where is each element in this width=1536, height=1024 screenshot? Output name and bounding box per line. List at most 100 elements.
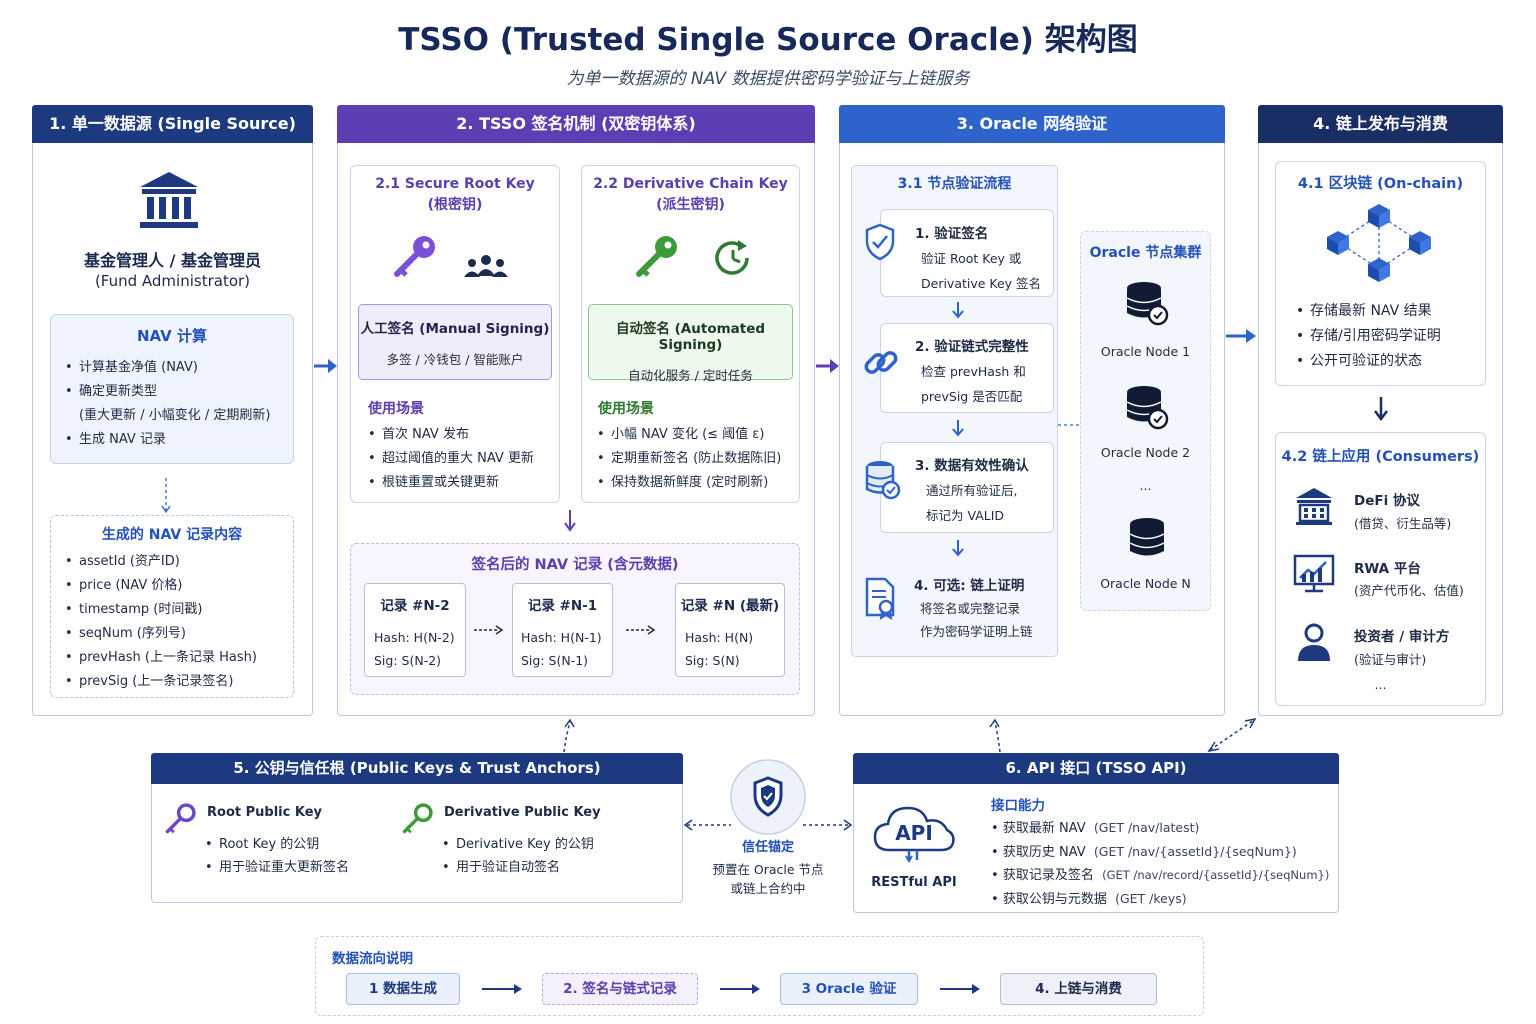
derivative-public-key-label: Derivative Public Key [444,805,601,820]
green-key-icon [636,236,677,277]
panel-signing-title: 2. TSSO 签名机制 (双密钥体系) [337,105,815,143]
flow-step: 4. 上链与消费 [1000,973,1157,1005]
api-capability: • 获取历史 NAV (GET /nav/{assetId}/{seqNum}) [991,843,1297,860]
page-title: TSSO (Trusted Single Source Oracle) 架构图 [398,22,1138,58]
clock-refresh-icon [715,240,749,275]
derivative-key-title: 2.2 Derivative Chain Key [593,176,788,192]
root-key-title: 2.1 Secure Root Key [375,176,535,192]
verify-step-title: 1. 验证签名 [915,226,989,242]
consumer-desc: (资产代币化、估值) [1354,583,1464,598]
nav-calc-title: NAV 计算 [137,327,207,345]
auto-signing-box: 自动签名 (Automated Signing) 自动化服务 / 定时任务 [588,304,793,383]
fund-admin-label: 基金管理人 / 基金管理员 [84,251,261,270]
manual-signing-title: 人工签名 (Manual Signing) [360,321,550,337]
root-public-key-item: 用于验证重大更新签名 [205,856,395,879]
verify-step-line: 作为密码学证明上链 [920,624,1033,639]
consumer-desc: (验证与审计) [1354,652,1427,667]
verify-step-line: 将签名或完整记录 [920,601,1021,616]
api-capabilities-title: 接口能力 [991,798,1045,814]
investor-person-icon [1298,623,1330,661]
record-sig: Sig: S(N-1) [521,653,589,668]
derivative-public-key-item: Derivative Key 的公钥 [442,833,642,856]
auto-signing-desc: 自动化服务 / 定时任务 [628,368,753,383]
oracle-cluster-title: Oracle 节点集群 [1089,245,1202,261]
restful-label: RESTful API [871,875,957,890]
trust-anchor-arrows [683,819,853,831]
nav-record-field: assetId (资产ID) [65,550,293,574]
oracle-node-db-icon [1129,518,1165,556]
oracle-node-label: Oracle Node 1 [1100,344,1191,359]
root-usage-item: 首次 NAV 发布 [368,423,558,447]
oracle-node-label: Oracle Node 2 [1100,445,1191,460]
record-hash: Hash: H(N-1) [521,630,602,645]
nav-record-field: prevSig (上一条记录签名) [65,670,293,694]
record-sig: Sig: S(N) [685,653,740,668]
api-endpoint: (GET /keys) [1115,890,1187,906]
panel-api-title: 6. API 接口 (TSSO API) [853,753,1339,784]
rwa-chart-icon [1293,554,1335,593]
verify-step-card: 1. 验证签名 验证 Root Key 或 Derivative Key 签名 [880,209,1054,297]
cluster-connector [1058,424,1080,426]
record-card: 记录 #N (最新) Hash: H(N) Sig: S(N) [675,583,785,677]
flow-arrow-3-4 [1226,329,1256,343]
api-capability-name: 获取公钥与元数据 [1002,891,1107,907]
api-capability-name: 获取记录及签名 [1002,868,1094,883]
oracle-node-label: Oracle Node N [1100,576,1191,591]
signed-records-title: 签名后的 NAV 记录 (含元数据) [471,557,679,573]
flow-step-arrow [720,984,760,994]
panel-api: 6. API 接口 (TSSO API) [853,753,1339,913]
database-check-icon [865,461,901,500]
manual-signing-desc: 多签 / 冷钱包 / 智能账户 [386,352,524,367]
flow-arrow-1-2 [314,359,337,373]
oracle-node-db-icon [1126,386,1169,430]
panel-public-keys-title: 5. 公钥与信任根 (Public Keys & Trust Anchors) [151,753,683,784]
verify-step-title: 4. 可选: 链上证明 [914,578,1025,594]
verify-step-line: 通过所有验证后, [926,483,1018,498]
nav-calc-item: 生成 NAV 记录 [65,428,293,452]
record-title: 记录 #N-2 [380,598,450,614]
page-subtitle: 为单一数据源的 NAV 数据提供密码学验证与上链服务 [566,69,970,89]
data-flow-legend: 数据流向说明 [315,936,1204,1016]
chain-link-icon [864,351,898,374]
record-title: 记录 #N-1 [527,598,598,614]
verify-step-line: Derivative Key 签名 [921,276,1042,291]
root-usage-item: 根链重置或关键更新 [368,471,558,495]
verify-step-line: prevSig 是否匹配 [921,389,1023,404]
oracle-node-db-icon [1126,282,1169,326]
root-usage-item: 超过阈值的重大 NAV 更新 [368,447,558,471]
consumer-name: RWA 平台 [1354,561,1421,577]
onchain-title: 4.1 区块链 (On-chain) [1297,176,1464,192]
shield-check-icon [865,223,895,261]
multisig-users-icon [464,255,508,277]
trust-anchor-line: 或链上合约中 [730,881,806,896]
api-capability: • 获取最新 NAV (GET /nav/latest) [991,820,1200,836]
panel-oracle-title: 3. Oracle 网络验证 [839,105,1225,143]
derivative-key-subtitle: (派生密钥) [656,197,725,213]
derivative-usage-item: 定期重新签名 (防止数据陈旧) [597,447,797,471]
down-arrow-dark [1374,397,1388,422]
down-arrow-purple [564,510,576,532]
nav-calc-card: NAV 计算 计算基金净值 (NAV) 确定更新类型 (重大更新 / 小幅变化 … [50,314,294,464]
flow-step-arrow [940,984,980,994]
verify-step-card: 2. 验证链式完整性 检查 prevHash 和 prevSig 是否匹配 [880,323,1054,413]
certificate-icon [865,577,895,620]
panel-single-source-title: 1. 单一数据源 (Single Source) [32,105,313,143]
root-public-key-label: Root Public Key [207,805,322,820]
api-label: API [895,821,933,845]
api-capability: • 获取记录及签名 (GET /nav/record/{assetId}/{se… [991,868,1330,883]
root-usage-title: 使用场景 [368,401,424,417]
onchain-item: 存储最新 NAV 结果 [1296,299,1481,324]
nav-record-field: prevHash (上一条记录 Hash) [65,646,293,670]
purple-key-icon [394,236,435,277]
verify-step-line: 检查 prevHash 和 [921,364,1026,379]
derivative-usage-item: 保持数据新鲜度 (定时刷新) [597,471,797,495]
verify-flow-title: 3.1 节点验证流程 [897,176,1012,192]
step-arrow [952,420,964,437]
record-title: 记录 #N (最新) [680,598,780,614]
flow-step: 3 Oracle 验证 [780,973,918,1005]
flow-step: 2. 签名与链式记录 [542,973,698,1005]
bank-icon [140,172,198,228]
step-arrow [952,540,964,557]
connector-arrow [161,478,171,514]
nav-record-field: seqNum (序列号) [65,622,293,646]
